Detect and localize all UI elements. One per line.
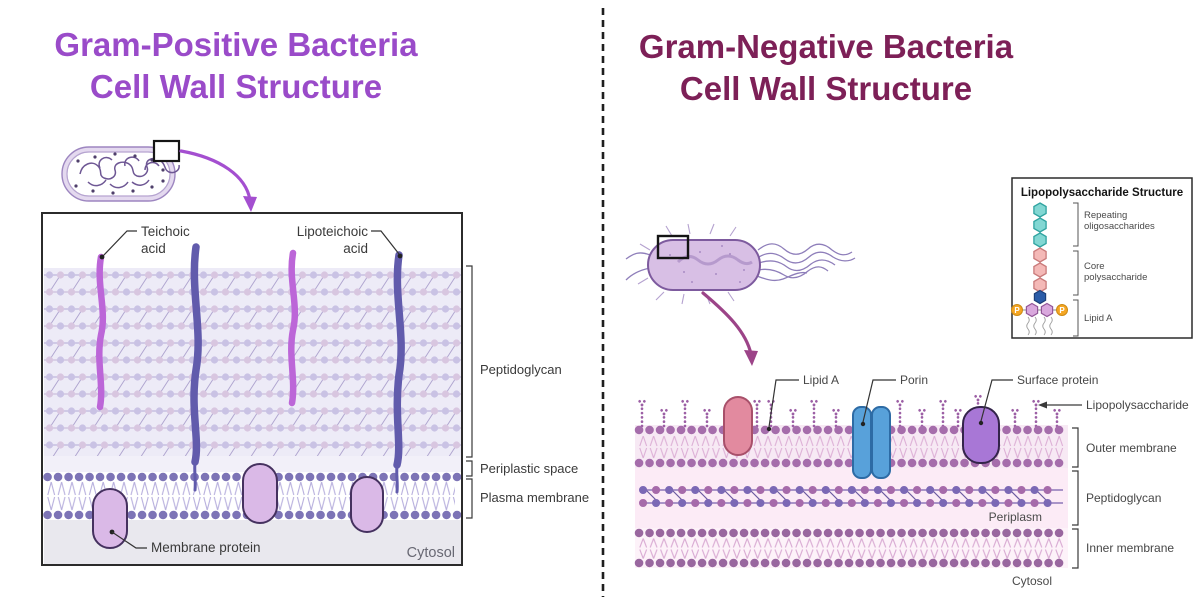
left-title-line2: Cell Wall Structure bbox=[89, 68, 383, 105]
gram-negative-wall-diagram: Lipid A Porin Surface protein Lipopolysa… bbox=[634, 373, 1189, 588]
repeating-oligosaccharides-label-line2: oligosaccharides bbox=[1084, 221, 1155, 232]
porin-protein bbox=[852, 406, 891, 479]
peptidoglycan-mesh bbox=[44, 268, 461, 456]
phosphate-group-left bbox=[1011, 304, 1023, 316]
surface-protein-leader-line bbox=[980, 379, 1013, 422]
repeating-oligosaccharides-label-line1: Repeating bbox=[1084, 210, 1127, 221]
plasma-membrane-layer-label: Plasma membrane bbox=[480, 490, 589, 505]
teichoic-leader-dot bbox=[99, 254, 105, 260]
inner-core-unit bbox=[1033, 289, 1047, 305]
peptidoglycan-layer-label-right: Peptidoglycan bbox=[1086, 491, 1161, 505]
zoom-arrowhead bbox=[243, 196, 257, 212]
periplasm-label: Periplasm bbox=[989, 510, 1042, 524]
lipid-a-label: Lipid A bbox=[1084, 313, 1113, 324]
gram-positive-wall-diagram: Teichoic acid Lipoteichoic acid Membrane… bbox=[41, 212, 589, 566]
lipopolysaccharide-inset: Lipopolysaccharide Structure bbox=[1011, 177, 1193, 339]
zoom-arrowhead bbox=[744, 350, 758, 366]
gram-negative-bacterium-illustration bbox=[625, 223, 856, 366]
bacterium-nucleoid-squiggle bbox=[79, 156, 180, 189]
surface-protein bbox=[962, 406, 1000, 464]
teichoic-acid-label-line2: acid bbox=[141, 241, 166, 256]
plasma-membrane-bracket bbox=[466, 478, 473, 519]
peptidoglycan-bracket-right bbox=[1072, 470, 1079, 526]
right-panel-title: Gram-Negative Bacteria Cell Wall Structu… bbox=[636, 26, 1016, 110]
peptidoglycan-layer-label: Peptidoglycan bbox=[480, 362, 562, 377]
lipopolysaccharide-pointer-arrowhead bbox=[1038, 401, 1047, 409]
inner-membrane-tails bbox=[638, 538, 1065, 559]
surface-protein-leader-dot bbox=[978, 420, 984, 426]
teichoic-acid-strands bbox=[96, 249, 299, 411]
porin-label: Porin bbox=[900, 373, 928, 387]
core-polysaccharide-label-line2: polysaccharide bbox=[1084, 272, 1147, 283]
left-title-line1: Gram-Positive Bacteria bbox=[54, 26, 418, 63]
inner-membrane-layer-label: Inner membrane bbox=[1086, 541, 1174, 555]
diagram-box-border bbox=[41, 212, 463, 566]
lipid-a-sugars bbox=[1025, 302, 1054, 318]
bacterium-ribosome-dots bbox=[74, 152, 165, 195]
lipoteichoic-acid-label-line2: acid bbox=[343, 241, 368, 256]
lipopolysaccharide-label: Lipopolysaccharide bbox=[1086, 398, 1189, 412]
outer-membrane-layer-label: Outer membrane bbox=[1086, 441, 1177, 455]
lipoteichoic-acid-label-line1: Lipoteichoic bbox=[297, 224, 369, 239]
lipid-a-leader-dot bbox=[766, 426, 772, 432]
membrane-protein-2 bbox=[242, 463, 278, 524]
core-polysaccharide-label-line1: Core bbox=[1084, 261, 1105, 272]
right-title-line1: Gram-Negative Bacteria bbox=[638, 28, 1014, 65]
lipid-a-protein bbox=[723, 396, 753, 456]
teichoic-leader-line bbox=[102, 230, 137, 257]
left-annotations: Teichoic acid Lipoteichoic acid Membrane… bbox=[99, 224, 455, 561]
outer-membrane-tails bbox=[638, 435, 1065, 459]
periplastic-space-band bbox=[44, 456, 461, 472]
right-annotations: Lipid A Porin Surface protein Lipopolysa… bbox=[766, 373, 1189, 588]
membrane-protein-1 bbox=[92, 488, 128, 549]
inner-membrane-bracket bbox=[1072, 528, 1079, 569]
teichoic-acid-label-line1: Teichoic bbox=[141, 224, 190, 239]
zoom-arrow bbox=[179, 149, 252, 202]
outer-membrane-bracket bbox=[1072, 427, 1079, 468]
surface-protein-label: Surface protein bbox=[1017, 373, 1098, 387]
gram-positive-bacterium-illustration bbox=[61, 139, 257, 212]
periplastic-space-bracket bbox=[466, 460, 473, 477]
membrane-protein-label: Membrane protein bbox=[151, 540, 261, 555]
lipoteichoic-leader-line bbox=[371, 230, 400, 255]
membrane-protein-leader-line bbox=[111, 531, 147, 549]
zoom-arrow bbox=[701, 291, 753, 356]
lipid-a-leader-line bbox=[768, 379, 799, 428]
cytosol-label-left: Cytosol bbox=[407, 545, 455, 561]
right-layer-brackets bbox=[1072, 427, 1079, 569]
bacterium-interior-squiggle bbox=[676, 254, 753, 266]
periplastic-space-layer-label: Periplastic space bbox=[480, 461, 578, 476]
lipid-a-acyl-tails bbox=[1026, 316, 1053, 336]
peptidoglycan-bracket bbox=[466, 265, 473, 458]
bacterium-capsule bbox=[647, 239, 761, 291]
left-panel-title: Gram-Positive Bacteria Cell Wall Structu… bbox=[36, 24, 436, 108]
inset-brackets bbox=[1073, 202, 1079, 337]
membrane-protein-3 bbox=[350, 476, 384, 533]
cytosol-label-right: Cytosol bbox=[1012, 574, 1052, 588]
thin-peptidoglycan-layer bbox=[639, 486, 1064, 507]
periplasm-band bbox=[635, 468, 1068, 528]
porin-leader-dot bbox=[860, 421, 866, 427]
lipid-a-label: Lipid A bbox=[803, 373, 839, 387]
phosphate-symbol-right: P bbox=[1059, 306, 1065, 315]
magnifier-box bbox=[656, 234, 690, 260]
phosphate-symbol-left: P bbox=[1014, 306, 1020, 315]
lipoteichoic-acid-strands bbox=[190, 243, 405, 494]
right-title-line2: Cell Wall Structure bbox=[679, 70, 973, 107]
repeating-oligosaccharide-units bbox=[1033, 202, 1047, 248]
phosphate-group-right bbox=[1056, 304, 1068, 316]
lipoteichoic-leader-dot bbox=[397, 253, 403, 259]
core-polysaccharide-units bbox=[1033, 247, 1047, 293]
magnifier-box bbox=[152, 139, 181, 163]
membrane-proteins bbox=[92, 463, 384, 549]
inset-title: Lipopolysaccharide Structure bbox=[1021, 187, 1183, 199]
bacterium-speckles bbox=[669, 245, 745, 283]
left-layer-brackets bbox=[466, 265, 473, 519]
porin-leader-line bbox=[862, 379, 896, 423]
